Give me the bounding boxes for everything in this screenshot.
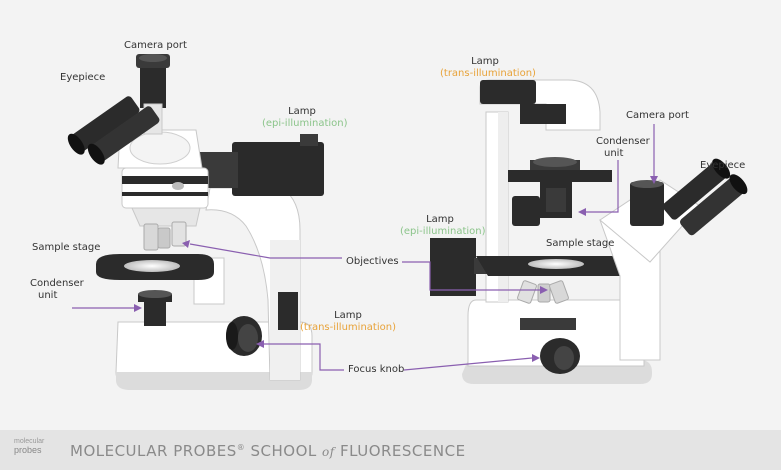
footer-title: MOLECULAR PROBES® SCHOOL of FLUORESCENCE — [70, 442, 466, 460]
leader-objectives-right — [402, 261, 540, 291]
label-condenser-right-line2: unit — [604, 148, 624, 159]
label-camera-port-left: Camera port — [124, 40, 187, 51]
label-objectives: Objectives — [346, 256, 399, 267]
label-camera-port-right: Camera port — [626, 110, 689, 121]
label-lamp-trans-right: Lamp (trans-illumination) — [440, 56, 536, 80]
label-lamp-trans-left-sub: (trans-illumination) — [300, 322, 396, 333]
label-lamp-epi-right: Lamp (epi-illumination) — [400, 214, 486, 238]
leader-arrows — [134, 176, 658, 362]
footer-logo: molecular probes — [14, 438, 45, 455]
inverted-microscope — [430, 79, 748, 384]
footer-logo-line1: molecular — [14, 438, 45, 445]
footer-title-c: FLUORESCENCE — [334, 442, 466, 460]
footer-reg: ® — [236, 443, 246, 452]
label-focus-knob: Focus knob — [348, 364, 405, 375]
label-condenser-left-line2: unit — [38, 290, 58, 301]
label-sample-stage-right: Sample stage — [546, 238, 615, 249]
label-lamp-trans-left-title: Lamp — [334, 310, 362, 321]
label-lamp-epi-left: Lamp (epi-illumination) — [262, 106, 348, 130]
footer-logo-line2: probes — [14, 445, 42, 455]
leader-lines — [72, 124, 655, 371]
footer-bar: molecular probes MOLECULAR PROBES® SCHOO… — [0, 430, 781, 470]
label-condenser-left-line1: Condenser — [30, 278, 84, 289]
footer-title-a: MOLECULAR PROBES — [70, 442, 237, 460]
leader-condenser-right — [586, 160, 619, 213]
microscope-diagram: Camera port Eyepiece Lamp (epi-illuminat… — [30, 40, 748, 390]
leader-focus-right — [403, 357, 533, 371]
label-lamp-epi-right-title: Lamp — [426, 214, 454, 225]
label-eyepiece-left: Eyepiece — [60, 72, 106, 83]
label-lamp-epi-right-sub: (epi-illumination) — [400, 226, 486, 237]
footer-title-b: SCHOOL — [245, 442, 323, 460]
label-lamp-trans-right-sub: (trans-illumination) — [440, 68, 536, 79]
label-lamp-epi-left-title: Lamp — [288, 106, 316, 117]
label-condenser-left: Condenser unit — [30, 278, 84, 302]
leader-objectives-left — [189, 243, 342, 259]
leader-focus-left — [264, 343, 344, 371]
label-lamp-epi-left-sub: (epi-illumination) — [262, 118, 348, 129]
diagram-canvas — [67, 54, 748, 390]
label-eyepiece-right: Eyepiece — [700, 160, 746, 171]
upright-microscope — [67, 54, 324, 390]
label-lamp-trans-left: Lamp (trans-illumination) — [300, 310, 396, 334]
label-sample-stage-left: Sample stage — [32, 242, 101, 253]
label-condenser-right-line1: Condenser — [596, 136, 650, 147]
label-condenser-right: Condenser unit — [596, 136, 650, 160]
label-lamp-trans-right-title: Lamp — [471, 56, 499, 67]
footer-of: of — [322, 445, 335, 459]
